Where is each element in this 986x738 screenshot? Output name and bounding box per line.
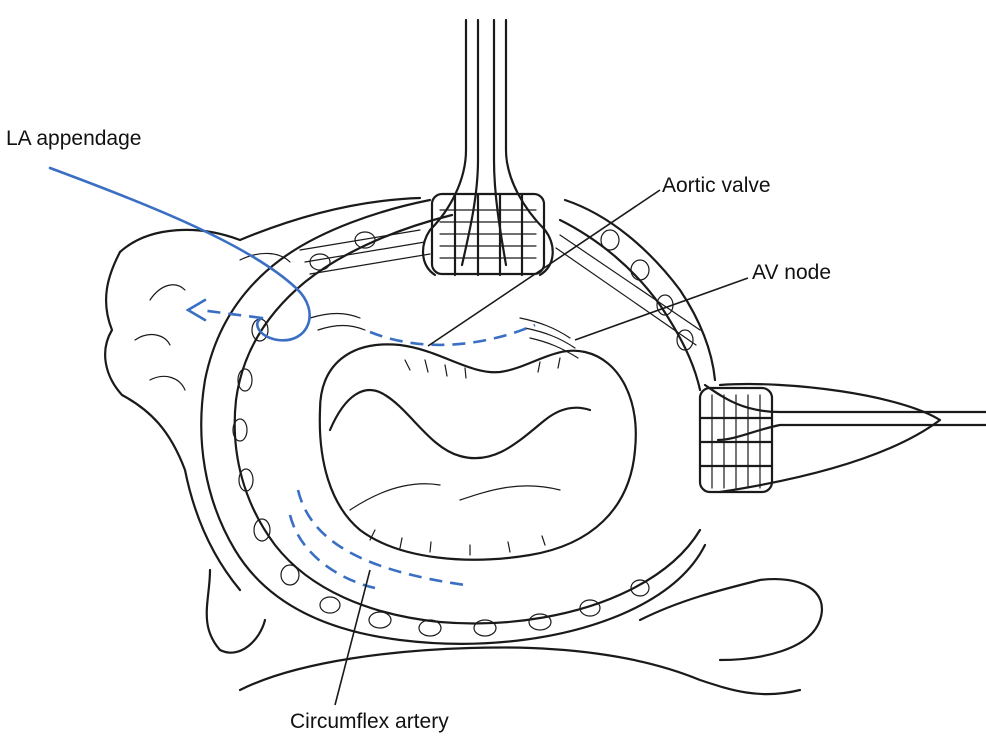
- av-node-leader: [575, 278, 748, 340]
- atriotomy-rim: [201, 200, 715, 644]
- heart-surface-outline: [105, 198, 822, 694]
- circumflex-artery-dashed-lines: [290, 490, 465, 588]
- av-node-label: AV node: [752, 262, 831, 283]
- aortic-valve-label: Aortic valve: [662, 175, 771, 196]
- mitral-valve-orifice: [320, 344, 636, 559]
- side-retractor: [700, 384, 986, 492]
- la-appendage-label: LA appendage: [6, 128, 141, 149]
- circumflex-artery-label: Circumflex artery: [290, 711, 449, 732]
- aortic-valve-dashed-line: [370, 325, 535, 345]
- top-retractor: [423, 20, 553, 275]
- circumflex-artery-leader: [335, 570, 370, 705]
